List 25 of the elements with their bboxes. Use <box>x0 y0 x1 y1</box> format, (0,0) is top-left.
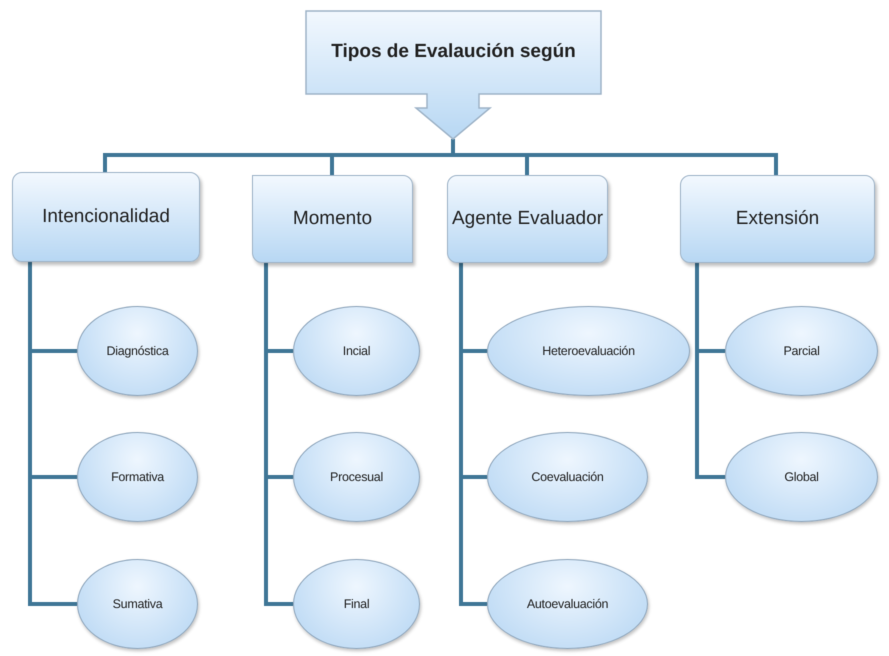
box-label: Momento <box>292 209 372 229</box>
box-label: Extensión <box>736 209 820 229</box>
ellipse-label: Heteroevaluación <box>542 344 635 358</box>
connector-line <box>451 139 778 175</box>
ellipse-label: Sumativa <box>112 597 162 611</box>
category-box <box>447 175 608 263</box>
ellipse-label: Diagnóstica <box>106 344 168 358</box>
box-label: Intencionalidad <box>42 207 170 227</box>
connector-line <box>459 263 487 606</box>
ellipse-label: Global <box>784 470 819 484</box>
title-text: Tipos de Evalaución según <box>330 40 577 64</box>
ellipse-label: Formativa <box>111 470 164 484</box>
ellipse-label: Autoevaluación <box>526 597 608 611</box>
connector-line <box>28 262 77 606</box>
ellipse-label: Parcial <box>783 344 820 358</box>
box-label: Agente Evaluador <box>452 209 604 229</box>
ellipse-label: Incial <box>342 344 370 358</box>
connector-line <box>264 263 293 606</box>
category-box <box>252 175 413 263</box>
callout-arrow-box <box>305 10 602 140</box>
category-box <box>12 172 200 262</box>
ellipse-label: Procesual <box>330 470 383 484</box>
category-box <box>680 175 875 263</box>
ellipse-label: Coevaluación <box>531 470 604 484</box>
ellipse-label: Final <box>344 597 370 611</box>
